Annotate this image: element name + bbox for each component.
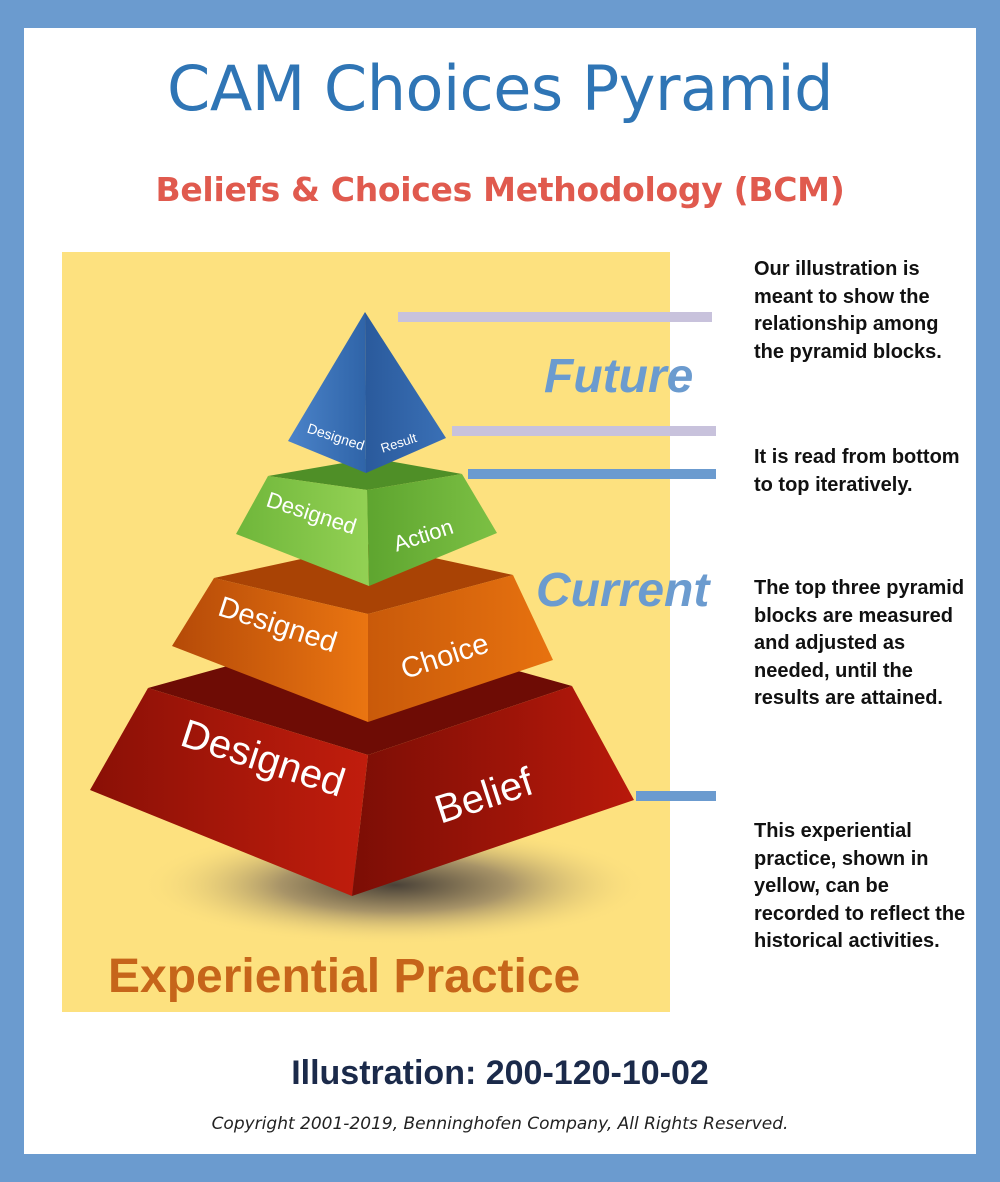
note-reading-order: It is read from bottom to top iterativel… (754, 446, 960, 496)
note-measurement: The top three pyramid blocks are measure… (754, 577, 965, 709)
future-top-line (398, 312, 712, 322)
page-title: CAM Choices Pyramid (167, 52, 833, 125)
copyright-notice: Copyright 2001-2019, Benninghofen Compan… (211, 1114, 789, 1134)
base-block-right-face (352, 686, 634, 896)
current-top-line (468, 469, 716, 479)
base-block-left-face (90, 688, 368, 896)
result-block-right-face (365, 312, 446, 473)
action-block-top (268, 458, 462, 490)
result-block-left-face (288, 312, 366, 473)
choice-block-left-face (172, 578, 368, 722)
current-bottom-line (636, 791, 716, 801)
action-block-left-face (236, 476, 369, 586)
note-illustration: Our illustration is meant to show the re… (754, 258, 942, 363)
future-zone-label: Future (544, 350, 693, 403)
illustration-id: Illustration: 200-120-10-02 (291, 1054, 709, 1092)
action-block-right-face (367, 474, 497, 586)
future-bottom-line (452, 426, 716, 436)
experiential-practice-label: Experiential Practice (108, 950, 580, 1003)
current-zone-label: Current (536, 564, 711, 617)
choice-block-right-face (368, 575, 553, 722)
page-subtitle: Beliefs & Choices Methodology (BCM) (155, 170, 845, 209)
note-experiential-practice: This experiential practice, shown in yel… (754, 820, 966, 952)
